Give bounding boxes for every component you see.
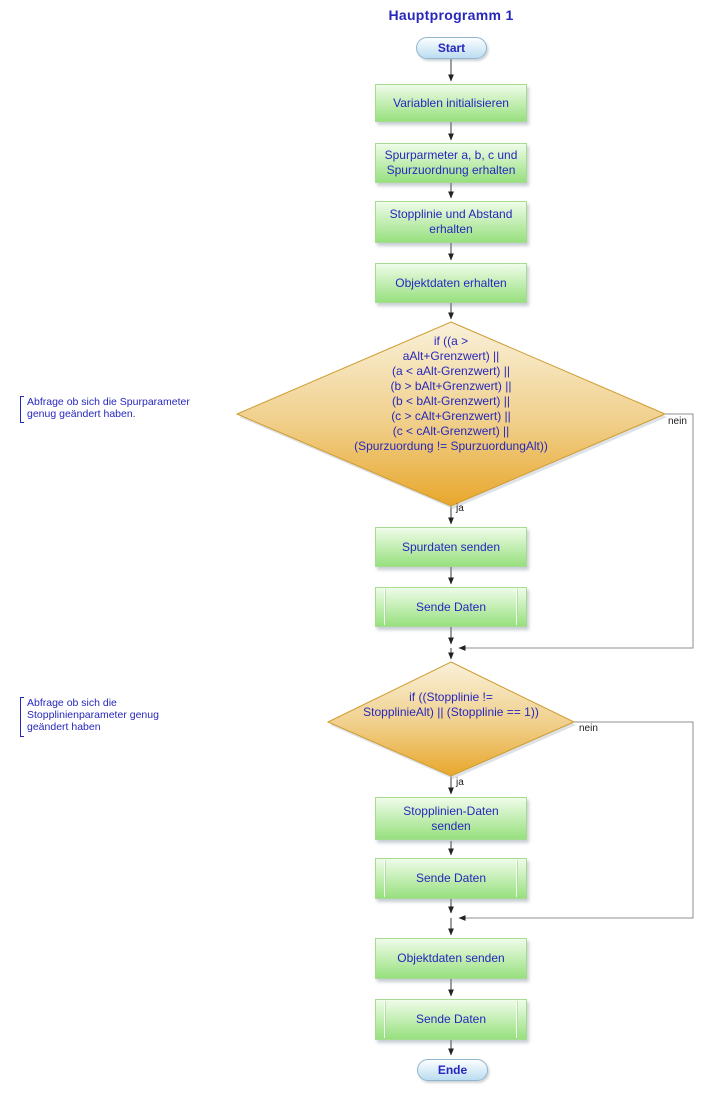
decision-stopplinie-text: if ((Stopplinie != StopplinieAlt) || (St… xyxy=(363,690,539,719)
annotation-stopplinien: Abfrage ob sich die Stopplinienparameter… xyxy=(27,697,159,733)
nein-loop-lines xyxy=(458,413,694,921)
page-title: Hauptprogramm 1 xyxy=(388,7,514,23)
nein-loop-2-line xyxy=(458,721,694,921)
process-stopplinien-daten-senden: Stopplinien-Daten senden xyxy=(375,797,527,840)
annotation-spurparameter: Abfrage ob sich die Spurparameter genug … xyxy=(27,396,190,420)
nein-label-1: nein xyxy=(668,416,687,427)
ja-label-2: ja xyxy=(456,777,464,788)
nein-label-2: nein xyxy=(579,723,598,734)
process-spurdaten-senden: Spurdaten senden xyxy=(375,527,527,567)
decision-shapes xyxy=(235,321,667,779)
process-spurparameter-erhalten: Spurparmeter a, b, c und Spurzuordnung e… xyxy=(375,143,527,183)
ja-label-1: ja xyxy=(456,503,464,514)
annotation-bracket-2 xyxy=(20,697,24,737)
process-stopplinie-erhalten: Stopplinie und Abstand erhalten xyxy=(375,201,527,243)
subroutine-sende-daten-2: Sende Daten xyxy=(375,858,527,899)
decision-spur-diamond xyxy=(235,321,667,507)
annotation-bracket-1 xyxy=(20,396,24,423)
start-terminal: Start xyxy=(416,37,487,59)
subroutine-sende-daten-1: Sende Daten xyxy=(375,587,527,627)
decision-stopplinie-diamond xyxy=(326,661,576,777)
end-terminal: Ende xyxy=(417,1059,488,1081)
process-objektdaten-senden: Objektdaten senden xyxy=(375,938,527,979)
subroutine-sende-daten-3: Sende Daten xyxy=(375,999,527,1040)
nein-loop-1-line xyxy=(458,413,694,651)
process-variablen-initialisieren: Variablen initialisieren xyxy=(375,84,527,122)
process-objektdaten-erhalten: Objektdaten erhalten xyxy=(375,263,527,303)
decision-spur-text: if ((a > aAlt+Grenzwert) || (a < aAlt-Gr… xyxy=(354,334,548,453)
